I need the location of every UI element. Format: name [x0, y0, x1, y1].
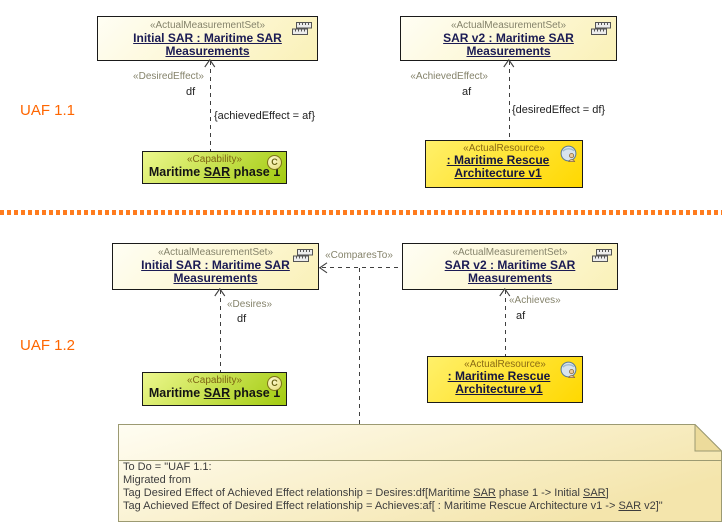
- arrowhead-up-icon: [503, 59, 515, 68]
- element-name: Initial SAR : Maritime SAR Measurements: [141, 258, 290, 285]
- capability-badge-icon: C: [267, 155, 282, 170]
- element-name: Maritime SAR phase 1: [148, 165, 281, 179]
- note-line: Tag Desired Effect of Achieved Effect re…: [123, 487, 609, 499]
- ruler-icon: [591, 22, 611, 35]
- dependency-stereotype: «Desires»: [227, 299, 273, 310]
- capability-maritime-sar-phase-1-uaf11[interactable]: «Capability» Maritime SAR phase 1 C: [142, 151, 287, 184]
- stereotype: «ActualMeasurementSet»: [157, 247, 274, 258]
- note-shape[interactable]: [118, 424, 722, 522]
- stereotype: «ActualMeasurementSet»: [452, 247, 568, 258]
- capability-maritime-sar-phase-1-uaf12[interactable]: «Capability» Maritime SAR phase 1 C: [142, 372, 287, 406]
- stereotype: «ActualMeasurementSet»: [450, 20, 567, 31]
- dependency-stereotype: «DesiredEffect»: [133, 71, 204, 82]
- compares-to-line[interactable]: [322, 267, 402, 268]
- note-body: To Do = "UAF 1.1: Migrated from Tag Desi…: [123, 461, 717, 513]
- stereotype: «Capability»: [186, 154, 243, 165]
- dependency-constraint: {achievedEffect = af}: [214, 110, 316, 122]
- dependency-stereotype: «AchievedEffect»: [410, 71, 488, 82]
- note-line: Migrated from: [123, 474, 191, 486]
- stereotype: «ActualMeasurementSet»: [149, 20, 266, 31]
- compares-to-stereotype: «ComparesTo»: [325, 250, 393, 261]
- model-hyperlink[interactable]: SAR: [203, 386, 231, 400]
- arrowhead-up-icon: [499, 288, 511, 297]
- stereotype: «ActualResource»: [464, 359, 546, 370]
- dependency-line-achieved-effect[interactable]: [509, 61, 510, 140]
- section-separator-dotted-line: [0, 210, 722, 215]
- arrowhead-up-icon: [214, 288, 226, 297]
- actual-measurement-set-initial-sar-uaf11[interactable]: «ActualMeasurementSet» Initial SAR : Mar…: [97, 16, 318, 61]
- stereotype: «ActualResource»: [463, 143, 545, 154]
- arrowhead-up-icon: [204, 59, 216, 68]
- note-fold-corner-icon: [694, 424, 722, 452]
- element-name: Maritime SAR phase 1: [148, 386, 281, 400]
- actual-measurement-set-initial-sar-uaf12[interactable]: «ActualMeasurementSet» Initial SAR : Mar…: [112, 243, 319, 290]
- element-name: Initial SAR : Maritime SAR Measurements: [133, 31, 282, 58]
- stereotype: «Capability»: [186, 375, 243, 386]
- actual-resource-maritime-rescue-architecture-uaf11[interactable]: «ActualResource» : Maritime Rescue Archi…: [425, 140, 583, 188]
- actual-measurement-set-sar-v2-uaf12[interactable]: «ActualMeasurementSet» SAR v2 : Maritime…: [402, 243, 618, 290]
- dependency-name: df: [186, 86, 196, 98]
- arrowhead-left-icon: [319, 262, 328, 274]
- dependency-name: af: [462, 86, 472, 98]
- element-name: : Maritime Rescue Architecture v1: [447, 369, 551, 396]
- section-label-uaf12: UAF 1.2: [20, 337, 76, 354]
- ruler-icon: [292, 22, 312, 35]
- capability-badge-icon: C: [267, 376, 282, 391]
- section-label-uaf11: UAF 1.1: [20, 102, 76, 119]
- dependency-name: af: [516, 310, 526, 322]
- element-name: : Maritime Rescue Architecture v1: [446, 153, 550, 180]
- dependency-line-achieves[interactable]: [505, 290, 506, 356]
- dependency-name: df: [237, 313, 247, 325]
- model-hyperlink[interactable]: SAR: [203, 165, 231, 179]
- dependency-constraint: {desiredEffect = df}: [512, 104, 606, 116]
- dependency-line-desires[interactable]: [220, 290, 221, 372]
- resource-sphere-icon: [560, 145, 577, 162]
- actual-measurement-set-sar-v2-uaf11[interactable]: «ActualMeasurementSet» SAR v2 : Maritime…: [400, 16, 617, 61]
- note-line: To Do = "UAF 1.1:: [123, 461, 212, 473]
- element-name: SAR v2 : Maritime SAR Measurements: [443, 31, 574, 58]
- model-hyperlink[interactable]: SAR: [473, 487, 496, 499]
- note-line: Tag Achieved Effect of Desired Effect re…: [123, 500, 663, 512]
- ruler-icon: [293, 249, 313, 262]
- actual-resource-maritime-rescue-architecture-uaf12[interactable]: «ActualResource» : Maritime Rescue Archi…: [427, 356, 583, 403]
- dependency-stereotype: «Achieves»: [509, 295, 561, 306]
- note-anchor-line[interactable]: [359, 268, 360, 424]
- model-hyperlink[interactable]: SAR: [618, 500, 642, 512]
- dependency-line-desired-effect[interactable]: [210, 61, 211, 151]
- element-name: SAR v2 : Maritime SAR Measurements: [444, 258, 576, 285]
- resource-sphere-icon: [560, 361, 577, 378]
- model-hyperlink[interactable]: SAR: [583, 487, 606, 499]
- ruler-icon: [592, 249, 612, 262]
